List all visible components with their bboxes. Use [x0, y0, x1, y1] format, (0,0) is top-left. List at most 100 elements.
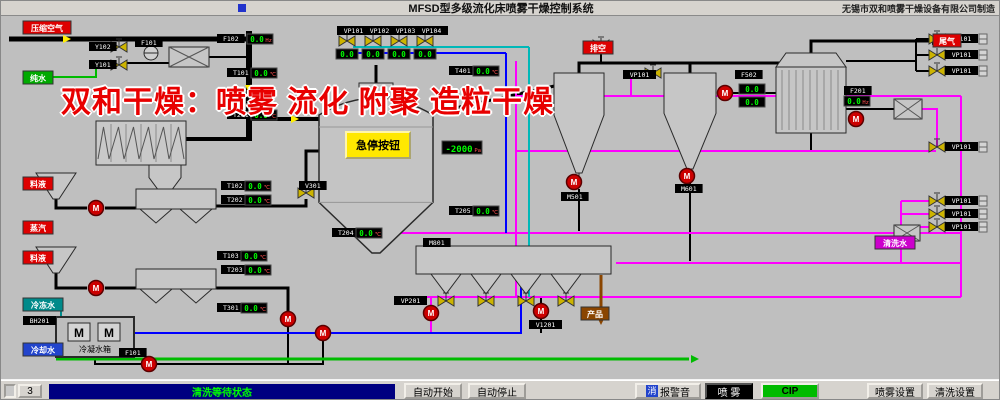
spinner-control[interactable] [978, 208, 988, 220]
pipe [216, 199, 308, 208]
readout: 0.0℃ [240, 302, 268, 314]
pump-icon[interactable]: M [422, 304, 440, 322]
device-label: VP101 [945, 222, 978, 231]
pump-icon[interactable]: M [565, 173, 583, 191]
svg-text:料液: 料液 [30, 179, 46, 189]
svg-text:Hz: Hz [265, 38, 272, 44]
svg-text:T201: T201 [233, 111, 249, 119]
auto-start-button[interactable]: 自动开始 [404, 383, 462, 399]
svg-text:料液: 料液 [30, 253, 46, 263]
svg-text:℃: ℃ [260, 255, 267, 261]
svg-text:Y102: Y102 [95, 43, 111, 51]
svg-text:VP101: VP101 [952, 67, 972, 75]
valve-icon[interactable] [338, 32, 356, 47]
svg-text:℃: ℃ [260, 307, 267, 313]
pump-icon[interactable]: M [279, 310, 297, 328]
spinner-control[interactable] [978, 221, 988, 233]
spinner-control[interactable] [978, 65, 988, 77]
device-label: T101 [227, 68, 255, 77]
valve-icon[interactable] [928, 192, 946, 207]
svg-text:BH201: BH201 [30, 317, 50, 325]
readout: 0.0℃ [355, 227, 383, 239]
svg-text:℃: ℃ [492, 70, 499, 76]
pump-icon[interactable]: M [847, 110, 865, 128]
svg-text:F101: F101 [125, 349, 141, 357]
stream-tag: 料液 [22, 176, 54, 191]
spray-settings-button[interactable]: 喷雾设置 [867, 383, 923, 399]
device-label: M801 [423, 238, 451, 247]
svg-text:M: M [104, 326, 114, 340]
pump-icon[interactable]: M [87, 279, 105, 297]
pump-icon[interactable]: M [140, 355, 158, 373]
pipe [577, 61, 692, 73]
fluid-bed-2 [135, 268, 217, 304]
svg-text:压缩空气: 压缩空气 [31, 23, 63, 33]
mute-alarm-button[interactable]: 消 报警音 [635, 383, 701, 399]
valve-icon[interactable] [928, 46, 946, 61]
valve-icon[interactable] [928, 62, 946, 77]
pipe [216, 286, 290, 313]
svg-text:T301: T301 [223, 304, 239, 312]
cip-button[interactable]: CIP [761, 383, 819, 399]
valve-icon[interactable] [297, 184, 315, 199]
valve-icon[interactable] [517, 292, 535, 307]
svg-text:0.0: 0.0 [418, 50, 432, 59]
svg-text:T103: T103 [223, 252, 239, 260]
svg-text:0.0: 0.0 [359, 229, 373, 238]
auto-stop-button[interactable]: 自动停止 [468, 383, 526, 399]
valve-icon[interactable] [390, 32, 408, 47]
svg-text:VP201: VP201 [401, 297, 421, 305]
stream-tag: 料液 [22, 250, 54, 265]
valve-icon[interactable] [437, 292, 455, 307]
spinner-control[interactable] [978, 141, 988, 153]
title-icon [238, 4, 246, 12]
readout: 0.0℃ [472, 65, 500, 77]
svg-text:℃: ℃ [492, 210, 499, 216]
device-label: F102 [217, 34, 245, 43]
svg-text:0.0: 0.0 [847, 97, 861, 106]
clean-settings-button[interactable]: 清洗设置 [927, 383, 983, 399]
device-label: F101 [135, 38, 163, 47]
svg-text:V301: V301 [305, 182, 321, 190]
svg-text:VP101: VP101 [952, 223, 972, 231]
svg-text:0.0: 0.0 [476, 207, 490, 216]
pump-icon[interactable]: M [716, 84, 734, 102]
pump-icon[interactable]: M [87, 199, 105, 217]
valve-icon[interactable] [557, 292, 575, 307]
svg-text:VP104: VP104 [422, 27, 442, 35]
svg-text:VP102: VP102 [370, 27, 390, 35]
device-label: T201 [227, 110, 255, 119]
valve-icon[interactable] [364, 32, 382, 47]
spinner-control[interactable] [978, 195, 988, 207]
valve-icon[interactable] [928, 138, 946, 153]
svg-text:M501: M501 [567, 193, 583, 201]
device-label: F101 [119, 348, 147, 357]
svg-text:T202: T202 [227, 196, 243, 204]
device-label: VP201 [394, 296, 427, 305]
pump-icon[interactable]: M [532, 302, 550, 320]
device-label: Y101 [89, 60, 117, 69]
svg-text:F201: F201 [850, 87, 866, 95]
emergency-stop-button[interactable]: 急停按钮 [345, 131, 411, 159]
spinner-control[interactable] [978, 49, 988, 61]
text-label: 冷凝水箱 [79, 344, 111, 354]
valve-icon[interactable] [477, 292, 495, 307]
device-label: T203 [221, 265, 249, 274]
spinner-control[interactable] [978, 33, 988, 45]
valve-icon[interactable] [928, 205, 946, 220]
readout: 0.0℃ [240, 250, 268, 262]
pump-icon[interactable]: M [314, 324, 332, 342]
spray-button[interactable]: 喷 雾 [705, 383, 753, 399]
svg-text:M: M [146, 360, 153, 369]
svg-text:冷冻水: 冷冻水 [31, 300, 56, 310]
pump-icon[interactable]: M [678, 167, 696, 185]
pipe [922, 108, 938, 147]
page-button[interactable]: 3 [18, 384, 42, 398]
svg-text:排空: 排空 [590, 43, 606, 53]
readout: 0.0℃ [244, 194, 272, 206]
valve-icon[interactable] [928, 218, 946, 233]
pipe [432, 83, 560, 115]
svg-text:M: M [571, 178, 578, 187]
